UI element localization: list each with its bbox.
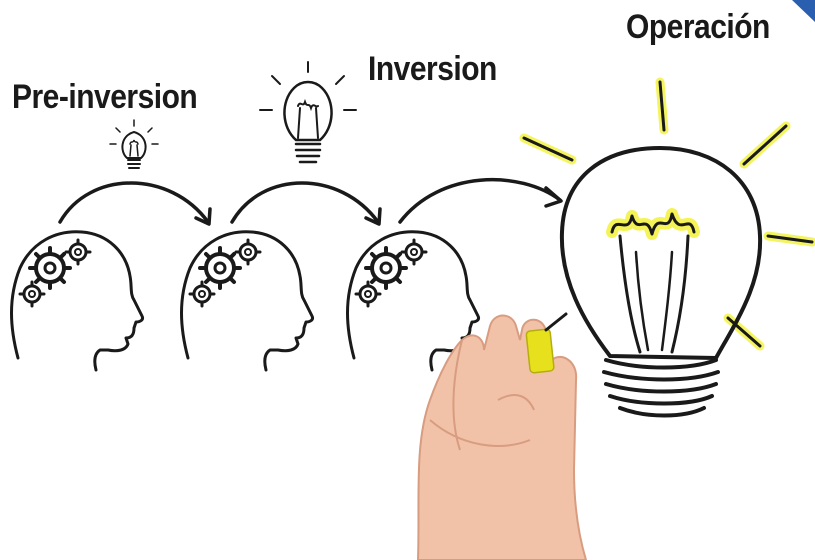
head-gears-icon (10, 230, 144, 372)
gear-icon (64, 238, 92, 266)
corner-accent (792, 0, 815, 22)
gear-icon (364, 246, 408, 290)
gear-icon (400, 238, 428, 266)
stage-label-inversion: Inversion (368, 50, 497, 88)
hand-marker-icon (416, 312, 588, 560)
light-bulb-icon (519, 77, 815, 418)
gear-icon (18, 280, 46, 308)
head-gears-icon (180, 230, 314, 372)
gear-icon (198, 246, 242, 290)
arrow-icon (230, 181, 382, 226)
gear-icon (234, 238, 262, 266)
light-bulb-icon (259, 61, 357, 164)
gear-icon (188, 280, 216, 308)
light-bulb-icon (109, 119, 159, 169)
arrow-icon (58, 181, 212, 226)
arrow-icon (398, 177, 563, 224)
stage-label-pre-inversion: Pre-inversion (12, 78, 198, 116)
gear-icon (28, 246, 72, 290)
gear-icon (354, 280, 382, 308)
stage-label-operacion: Operación (626, 8, 770, 46)
